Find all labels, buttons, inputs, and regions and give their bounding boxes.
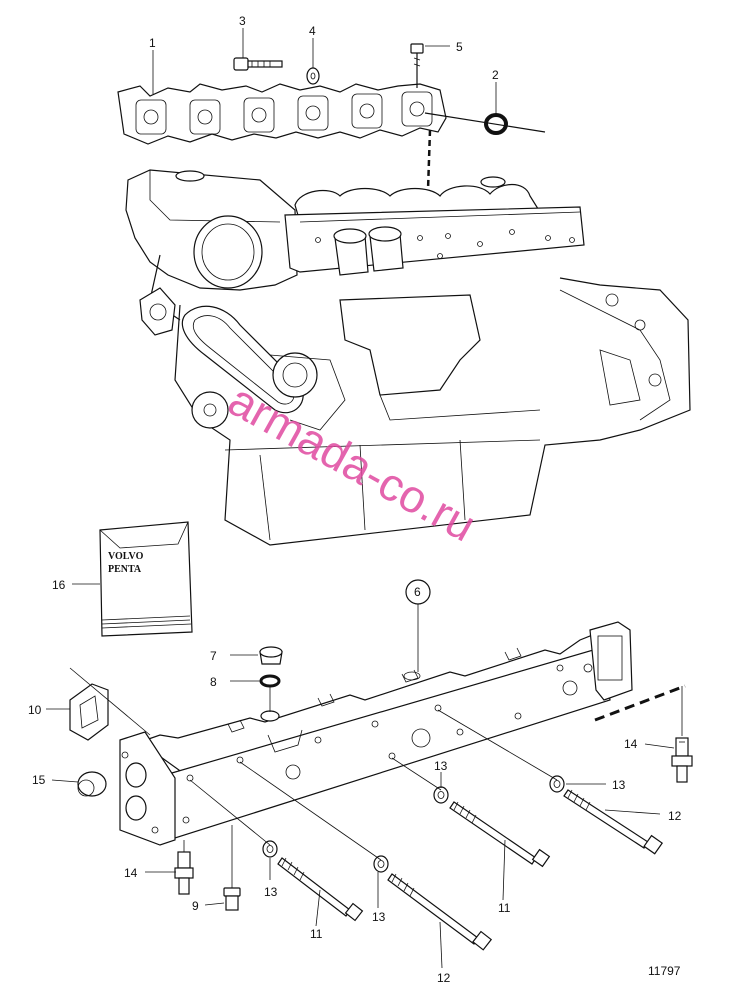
sealing-washer xyxy=(259,674,281,688)
label-15: 15 xyxy=(32,773,46,787)
washer xyxy=(262,840,278,858)
end-cap xyxy=(77,771,107,797)
label-2: 2 xyxy=(492,68,499,82)
gasket xyxy=(69,683,109,741)
screw xyxy=(410,43,424,88)
washer xyxy=(373,855,389,873)
label-13-a: 13 xyxy=(264,885,278,899)
package-text-line-1: VOLVO xyxy=(108,551,144,562)
label-12-b: 12 xyxy=(668,809,682,823)
bolt xyxy=(449,801,551,868)
label-13-c: 13 xyxy=(434,759,448,773)
washer xyxy=(549,775,565,793)
bolt xyxy=(387,873,493,951)
label-5: 5 xyxy=(456,40,463,54)
gasket-ring xyxy=(484,113,508,135)
label-9: 9 xyxy=(192,899,199,913)
leader-lines xyxy=(46,28,675,969)
drain-cock xyxy=(671,737,693,783)
label-1: 1 xyxy=(149,36,156,50)
plug xyxy=(259,646,283,665)
package-text-line-2: PENTA xyxy=(108,564,142,575)
engine-block xyxy=(125,169,691,546)
exhaust-manifold-housing xyxy=(119,621,633,846)
exhaust-manifold xyxy=(117,83,447,145)
part-labels: 1 2 3 4 5 6 7 8 9 10 11 11 12 12 13 13 1… xyxy=(28,14,682,985)
washer xyxy=(433,786,449,804)
label-11-b: 11 xyxy=(498,901,511,915)
bolt xyxy=(277,857,364,922)
label-7: 7 xyxy=(210,649,217,663)
label-14-a: 14 xyxy=(624,737,638,751)
gasket-kit-package: VOLVO PENTA xyxy=(99,521,193,637)
label-4: 4 xyxy=(309,24,316,38)
drain-cock xyxy=(174,851,194,895)
label-6: 6 xyxy=(414,585,421,599)
label-8: 8 xyxy=(210,675,217,689)
drawing-number: 11797 xyxy=(648,964,681,978)
label-14-b: 14 xyxy=(124,866,138,880)
label-13-b: 13 xyxy=(372,910,386,924)
washer xyxy=(306,67,320,85)
bolt xyxy=(233,57,283,71)
label-3: 3 xyxy=(239,14,246,28)
label-16: 16 xyxy=(52,578,66,592)
label-12-a: 12 xyxy=(437,971,451,985)
label-13-d: 13 xyxy=(612,778,626,792)
bolt xyxy=(563,789,664,855)
drain-plug xyxy=(223,887,241,911)
label-10: 10 xyxy=(28,703,42,717)
label-11-a: 11 xyxy=(310,927,323,941)
watermark: armada-co.ru xyxy=(220,373,484,551)
